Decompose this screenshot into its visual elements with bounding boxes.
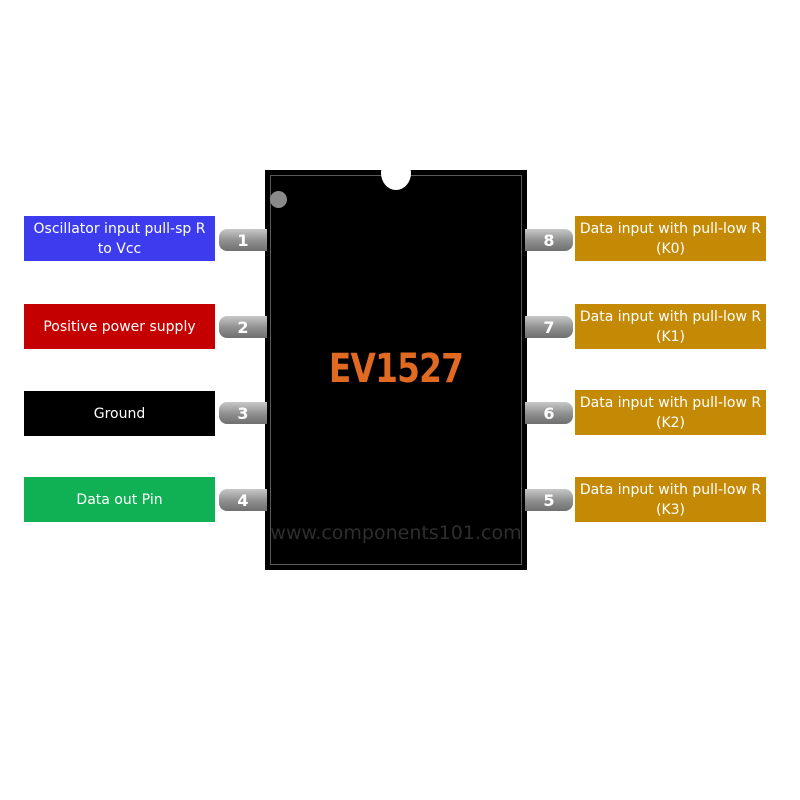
pin-4: 4 [219, 489, 267, 511]
pin-7: 7 [525, 316, 573, 338]
pin-8-number: 8 [543, 230, 555, 250]
pin-8: 8 [525, 229, 573, 251]
pin-1: 1 [219, 229, 267, 251]
chip-name: EV1527 [328, 346, 464, 392]
pin-3-label: Ground [24, 391, 215, 436]
pin-6-label: Data input with pull-low R (K2) [575, 390, 766, 435]
pin1-marker-dot [270, 191, 287, 208]
watermark: www.components101.com [270, 522, 522, 544]
orientation-notch [381, 156, 411, 190]
pin-1-label: Oscillator input pull-sp R to Vcc [24, 216, 215, 261]
pin-2-label: Positive power supply [24, 304, 215, 349]
ic-package: EV1527 www.components101.com [265, 156, 527, 570]
pin-4-label: Data out Pin [24, 477, 215, 522]
pin-6-number: 6 [543, 403, 555, 423]
pin-3-number: 3 [237, 403, 249, 423]
pin-7-label: Data input with pull-low R (K1) [575, 304, 766, 349]
pin-3: 3 [219, 402, 267, 424]
pin-5-label: Data input with pull-low R (K3) [575, 477, 766, 522]
pin-7-number: 7 [543, 317, 555, 337]
pin-2-number: 2 [237, 317, 249, 337]
pin-4-number: 4 [237, 490, 249, 510]
pin-2: 2 [219, 316, 267, 338]
pin-8-label: Data input with pull-low R (K0) [575, 216, 766, 261]
pin-5-number: 5 [543, 490, 555, 510]
pin-1-number: 1 [237, 230, 249, 250]
pin-5: 5 [525, 489, 573, 511]
pin-6: 6 [525, 402, 573, 424]
